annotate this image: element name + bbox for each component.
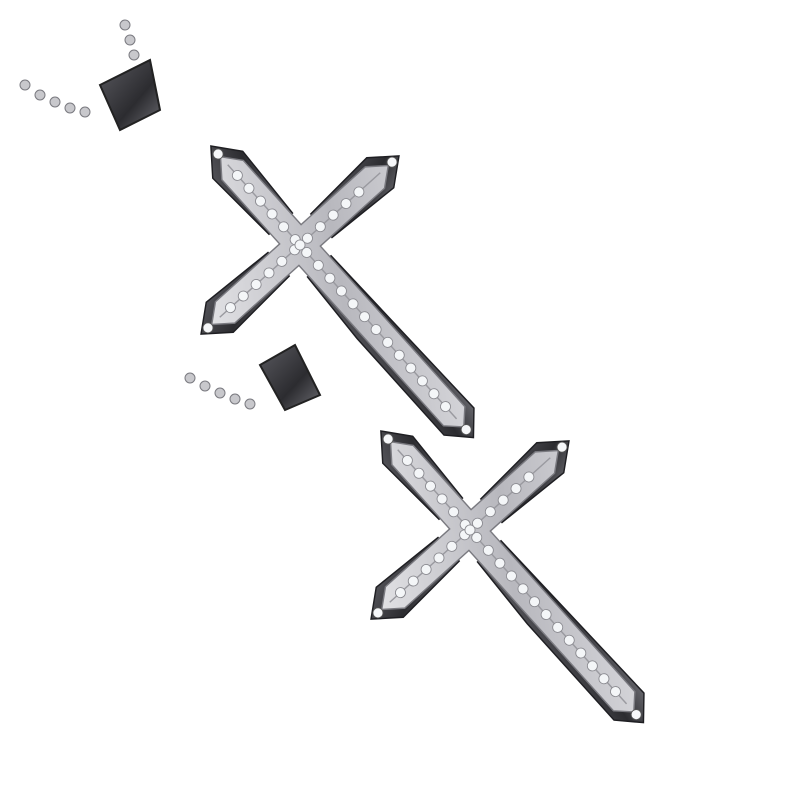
rhinestone — [529, 596, 541, 608]
rhinestone — [327, 209, 339, 221]
rhinestone — [420, 564, 432, 575]
rhinestone — [610, 686, 621, 698]
rhinestone — [335, 285, 347, 297]
ball-chain-lower — [184, 372, 256, 410]
rhinestone — [484, 506, 496, 518]
rhinestone — [266, 208, 278, 220]
rhinestone — [482, 544, 494, 556]
rhinestone — [237, 290, 249, 302]
rhinestone — [370, 324, 382, 336]
rhinestone — [428, 388, 440, 400]
rhinestone — [416, 375, 428, 387]
rhinestone — [278, 221, 290, 233]
rhinestone — [324, 272, 336, 284]
rhinestone — [523, 471, 535, 483]
rhinestone — [505, 570, 517, 582]
rhinestone — [517, 583, 529, 595]
rhinestone — [224, 302, 236, 314]
rhinestone — [353, 186, 365, 198]
rhinestone — [433, 552, 445, 564]
rhinestone — [231, 169, 243, 181]
rhinestone — [312, 259, 324, 271]
rhinestone — [440, 401, 451, 413]
upper-cross-pendant — [111, 56, 574, 528]
rhinestone — [436, 493, 448, 505]
rhinestone — [540, 609, 552, 621]
rhinestone — [446, 540, 458, 552]
rhinestone — [243, 182, 255, 194]
rhinestone — [314, 221, 326, 233]
rhinestone — [494, 557, 506, 569]
bail-lower — [258, 343, 322, 412]
rhinestone — [586, 660, 598, 672]
rhinestone — [598, 673, 610, 685]
rhinestone — [394, 587, 406, 599]
rhinestone — [464, 524, 476, 536]
rhinestone — [448, 506, 460, 518]
ball-chain-upper — [19, 19, 140, 118]
rhinestone — [510, 483, 522, 495]
rhinestone — [575, 647, 587, 659]
rhinestone — [255, 195, 266, 207]
rhinestone — [347, 298, 359, 310]
lower-cross-pendant — [281, 341, 744, 800]
rhinestone — [497, 494, 509, 506]
rhinestone — [263, 267, 275, 279]
rhinestone — [359, 311, 371, 323]
rhinestone — [401, 454, 413, 466]
rhinestone — [563, 634, 575, 646]
rhinestone — [425, 480, 436, 492]
rhinestone — [405, 362, 417, 374]
bail-upper — [98, 58, 162, 132]
rhinestone — [340, 198, 352, 210]
rhinestone — [382, 336, 394, 348]
rhinestone — [552, 621, 564, 633]
rhinestone — [250, 279, 262, 290]
rhinestone — [276, 255, 288, 267]
rhinestone — [393, 349, 405, 361]
rhinestone — [407, 575, 419, 587]
rhinestone — [413, 467, 425, 479]
rhinestone — [294, 239, 306, 251]
